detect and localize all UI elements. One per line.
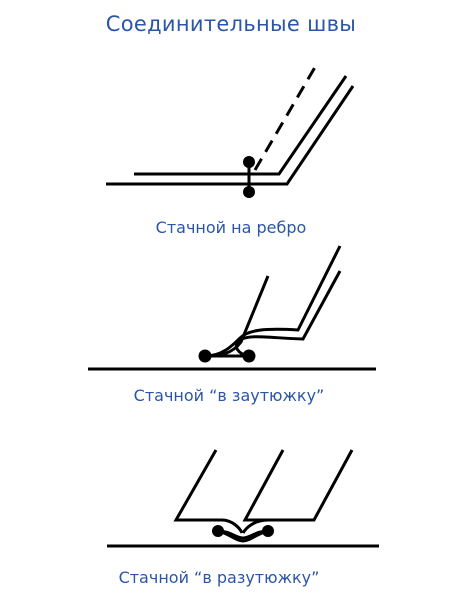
stitch-point-top bbox=[243, 156, 255, 168]
diagram-title: Соединительные швы bbox=[105, 12, 357, 36]
stitch-point-left bbox=[212, 525, 224, 537]
stitch-point-left bbox=[198, 349, 212, 363]
seam-pressed-open-illustration bbox=[107, 449, 379, 548]
fabric-layer-upper bbox=[204, 245, 342, 358]
fabric-layer-lower bbox=[234, 270, 342, 358]
stitch-point-right bbox=[242, 349, 256, 363]
allowance-right bbox=[268, 449, 354, 522]
caption-seam-pressed-to-side: Стачной “в заутюжку” bbox=[133, 386, 325, 405]
caption-seam-pressed-open: Стачной “в разутюжку” bbox=[118, 568, 320, 587]
stitch-point-right bbox=[262, 525, 274, 537]
stitch-point-bottom bbox=[243, 186, 255, 198]
seam-crossing bbox=[217, 529, 269, 540]
caption-seam-edge: Стачной на ребро bbox=[155, 218, 307, 237]
seam-edge-illustration bbox=[106, 61, 355, 198]
seam-crossing-lower bbox=[217, 529, 269, 543]
seam-pressed-to-side-illustration bbox=[88, 245, 376, 371]
fabric-layer-upper bbox=[134, 75, 348, 176]
fabric-layer-lower bbox=[106, 85, 355, 186]
fabric-left-piece bbox=[173, 449, 244, 534]
